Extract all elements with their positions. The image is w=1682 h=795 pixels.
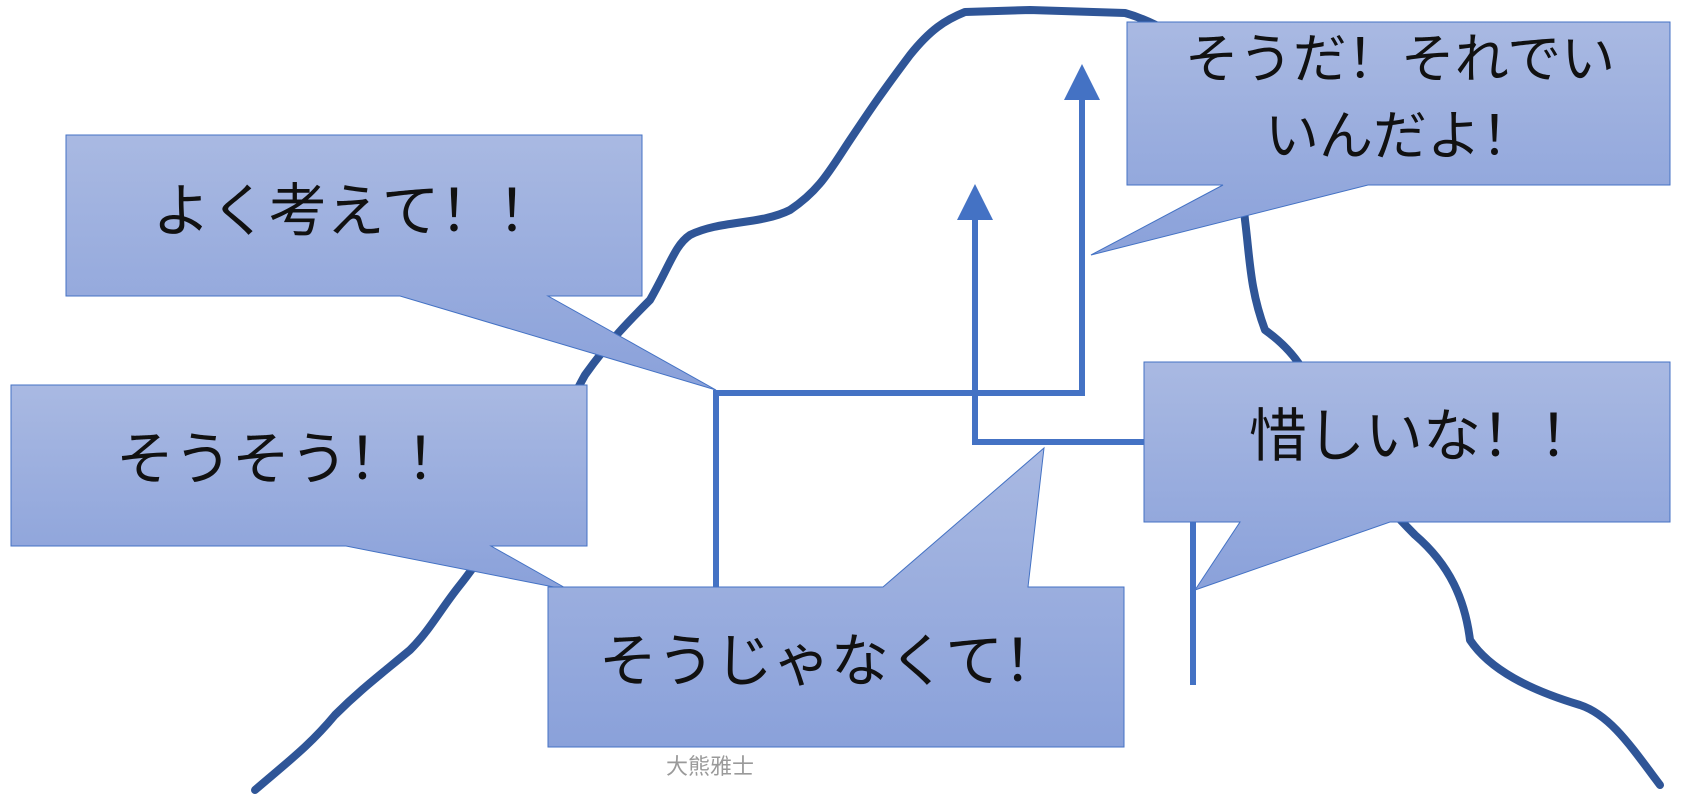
callout-yes-that-line-2: いんだよ！	[1265, 105, 1535, 168]
callout-not-that: そうじゃなくて！	[547, 446, 1125, 748]
route-line-main	[713, 64, 1100, 590]
callout-yes-that-line-1: そうだ！それでい	[1185, 28, 1615, 91]
callout-think-text: よく考えて！！	[152, 177, 555, 245]
callout-sousou-text: そうそう！！	[116, 425, 464, 493]
callout-close-text: 惜しいな！！	[1249, 402, 1597, 470]
route-line-branch	[957, 184, 1145, 445]
author-credit: 大熊雅士	[666, 755, 754, 780]
callout-sousou: そうそう！！	[10, 384, 588, 591]
callout-think: よく考えて！！	[65, 134, 717, 391]
callout-not-that-text: そうじゃなくて！	[599, 627, 1061, 695]
callout-yes-that: そうだ！それでい いんだよ！	[1090, 21, 1671, 256]
callout-close: 惜しいな！！	[1143, 361, 1671, 591]
